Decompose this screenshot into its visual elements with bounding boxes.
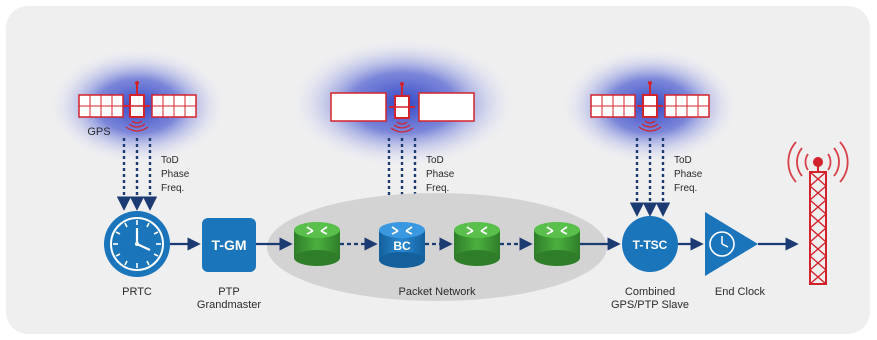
gps-label: GPS (87, 126, 111, 138)
bc-label: BC (393, 239, 411, 253)
signal-tod: ToD (674, 155, 692, 166)
ptp-label-line2: Grandmaster (196, 299, 262, 311)
signal-phase: Phase (426, 169, 455, 180)
combined-label-line1: Combined (624, 286, 676, 298)
satellite-icon-right (590, 80, 710, 132)
ptp-label-line1: PTP (218, 286, 240, 298)
signal-labels-center: ToD Phase Freq. (426, 154, 454, 196)
prtc-label: PRTC (122, 286, 152, 298)
signal-freq: Freq. (161, 183, 185, 194)
signal-tod: ToD (426, 155, 444, 166)
end-clock-label: End Clock (714, 286, 766, 298)
router-icon-3 (454, 222, 500, 266)
router-icon-4 (534, 222, 580, 266)
end-clock-icon (705, 212, 758, 276)
signal-freq: Freq. (426, 183, 450, 194)
cell-tower-icon (787, 141, 849, 285)
combined-slave-label: Combined GPS/PTP Slave (600, 286, 700, 312)
ptp-grandmaster-label: PTP Grandmaster (184, 286, 274, 312)
downlink-arrows-right (629, 138, 671, 217)
satellite-icon-center (330, 81, 475, 133)
signal-labels-left: ToD Phase Freq. (161, 154, 189, 196)
prtc-clock-icon (104, 211, 170, 277)
signal-labels-right: ToD Phase Freq. (674, 154, 702, 196)
packet-network-label: Packet Network (398, 286, 476, 298)
t-gm-box-label: T-GM (211, 237, 247, 253)
router-icon-1 (294, 222, 340, 266)
signal-phase: Phase (674, 169, 703, 180)
combined-label-line2: GPS/PTP Slave (610, 299, 690, 311)
signal-phase: Phase (161, 169, 190, 180)
satellite-icon-gps (78, 80, 197, 132)
router-icon-bc (379, 222, 425, 268)
signal-tod: ToD (161, 155, 179, 166)
downlink-arrows-center (381, 138, 423, 217)
t-gm-box (202, 218, 256, 272)
packet-network-cloud (267, 193, 607, 301)
t-tsc-label: T-TSC (632, 238, 668, 252)
t-tsc-circle (622, 216, 678, 272)
signal-freq: Freq. (674, 183, 698, 194)
